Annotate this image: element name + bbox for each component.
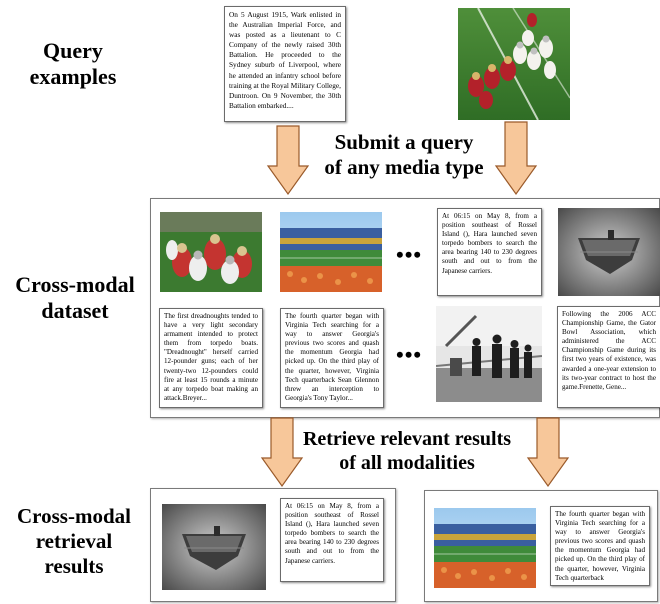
arrow-query-text-down	[266, 125, 310, 196]
label-line: of any media type	[324, 154, 484, 179]
label-line: Query	[43, 38, 103, 63]
arrow-query-image-down	[494, 121, 538, 196]
label-line: retrieval	[35, 528, 113, 553]
result-text-virginia-tech: The fourth quarter began with Virginia T…	[550, 506, 650, 586]
result-image-stadium	[434, 508, 536, 588]
arrow-dataset-right-down	[526, 417, 570, 488]
label-line: Cross-modal	[15, 272, 135, 297]
dataset-image-football-pile	[160, 212, 262, 292]
label-line: results	[44, 553, 104, 578]
label-cross-modal-retrieval-results: Cross-modal retrieval results	[2, 504, 146, 578]
label-line: of all modalities	[339, 451, 475, 474]
label-line: Submit a query	[334, 130, 474, 154]
label-query-examples: Query examples	[18, 38, 128, 90]
result-image-aircraft-carrier	[162, 504, 266, 590]
label-cross-modal-dataset: Cross-modal dataset	[6, 272, 144, 324]
label-line: dataset	[41, 297, 109, 323]
dataset-row2-ellipsis: •••	[396, 342, 423, 367]
dataset-image-ship-crew	[436, 306, 542, 402]
dataset-row1-ellipsis: •••	[396, 242, 423, 267]
label-line: Cross-modal	[17, 504, 131, 528]
query-text-example: On 5 August 1915, Wark enlisted in the A…	[224, 6, 346, 122]
label-line: Retrieve relevant results	[302, 428, 512, 450]
label-line: examples	[29, 63, 117, 89]
dataset-text-acc-championship: Following the 2006 ACC Championship Game…	[557, 306, 660, 408]
dataset-image-aircraft-carrier	[558, 208, 660, 296]
dataset-text-carriers: At 06:15 on May 8, from a position south…	[437, 208, 542, 296]
dataset-text-virginia-tech: The fourth quarter began with Virginia T…	[280, 308, 384, 408]
label-retrieve-results: Retrieve relevant results of all modalit…	[282, 428, 532, 475]
result-text-carriers: At 06:15 on May 8, from a position south…	[280, 498, 384, 582]
query-image-football	[458, 8, 570, 120]
dataset-image-stadium	[280, 212, 382, 292]
label-submit-query: Submit a query of any media type	[306, 130, 502, 180]
dataset-text-dreadnoughts: The first dreadnoughts tended to have a …	[159, 308, 263, 408]
arrow-dataset-left-down	[260, 417, 304, 488]
